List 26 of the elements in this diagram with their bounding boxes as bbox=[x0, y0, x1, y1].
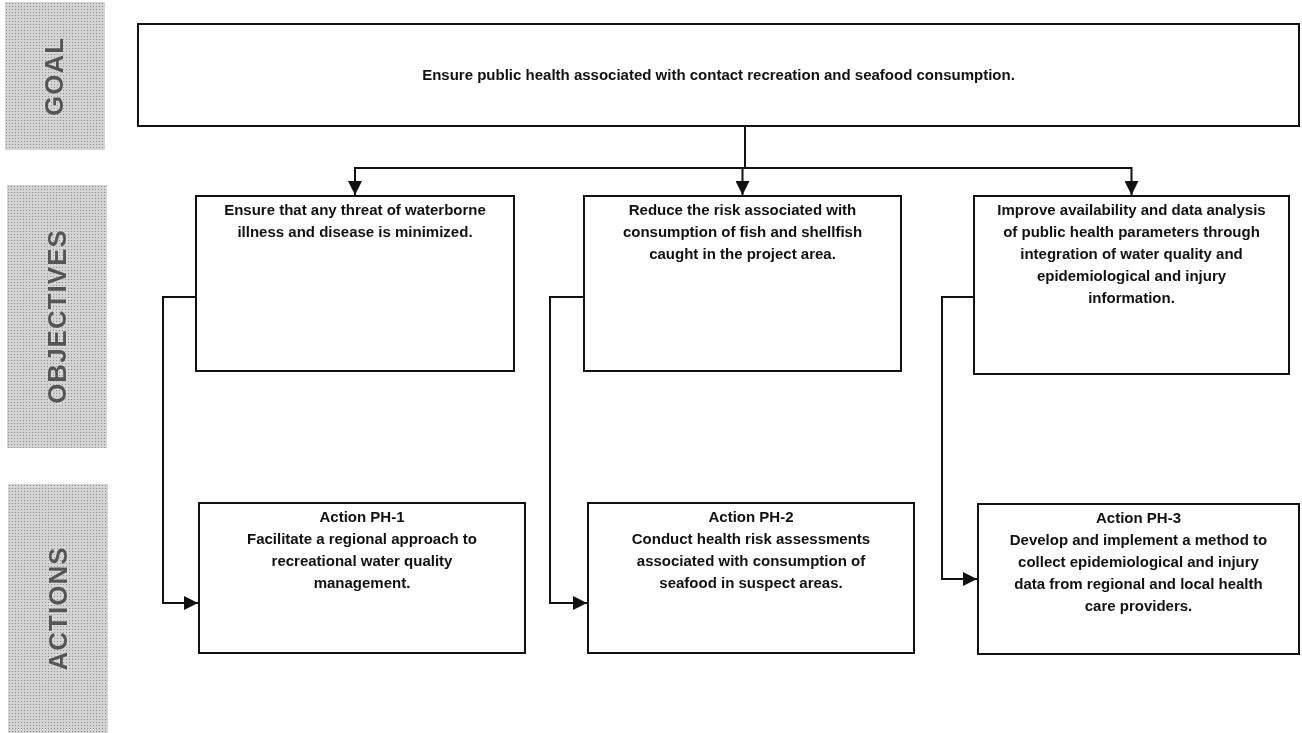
box-text: Improve availability and data analysis of public health parameters through integration of water quality and epidemiological and injury information. bbox=[997, 200, 1266, 308]
box-text: Develop and implement a method to collect epidemiological and injury data from regional and local health care providers. bbox=[1008, 530, 1269, 616]
band-label: ACTIONS bbox=[42, 546, 74, 671]
box-text: Reduce the risk associated with consumption of fish and shellfish caught in the project area. bbox=[621, 200, 864, 264]
box-text: Conduct health risk assessments associated with consumption of seafood in suspect areas. bbox=[630, 529, 872, 593]
section-band bbox=[7, 185, 107, 448]
box-text: Ensure that any threat of waterborne illness and disease is minimized. bbox=[223, 200, 487, 242]
text-box bbox=[195, 195, 515, 372]
arrow bbox=[549, 296, 588, 610]
action-heading: Action PH-1 bbox=[319, 507, 405, 527]
text-box bbox=[587, 502, 915, 654]
text-box bbox=[137, 23, 1300, 127]
arrow bbox=[941, 296, 978, 586]
text-box bbox=[198, 502, 526, 654]
action-heading: Action PH-3 bbox=[1096, 508, 1181, 528]
text-box bbox=[977, 503, 1300, 655]
text-box bbox=[973, 195, 1290, 375]
band-label: GOAL bbox=[39, 36, 71, 116]
text-box bbox=[583, 195, 902, 372]
action-heading: Action PH-2 bbox=[708, 507, 794, 527]
box-text: Facilitate a regional approach to recreational water quality management. bbox=[245, 529, 479, 593]
section-band bbox=[5, 2, 105, 150]
band-label: OBJECTIVES bbox=[41, 229, 73, 404]
box-text: Ensure public health associated with contact recreation and seafood consumption. bbox=[422, 65, 1015, 85]
section-band bbox=[8, 484, 108, 733]
arrow bbox=[162, 296, 199, 610]
